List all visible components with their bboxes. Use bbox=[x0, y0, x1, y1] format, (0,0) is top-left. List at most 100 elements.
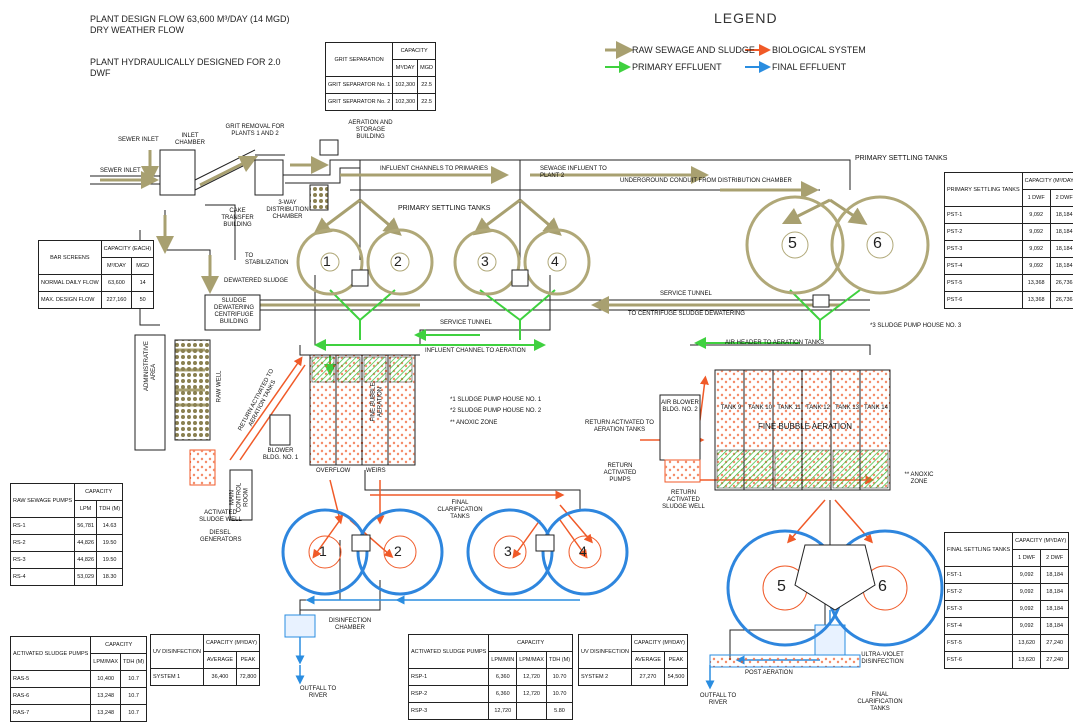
fst-4-number: 4 bbox=[579, 543, 587, 559]
blower-1-label: BLOWER BLDG. No. 1 bbox=[258, 448, 303, 462]
fst-2-number: 2 bbox=[394, 543, 402, 559]
sludge-pump-3-label: *3 SLUDGE PUMP HOUSE No. 3 bbox=[870, 323, 961, 330]
cell: FST-2 bbox=[945, 584, 1013, 601]
pst-6-number: 6 bbox=[873, 235, 882, 253]
cell: 19.50 bbox=[97, 535, 123, 552]
rsp-header-capacity: CAPACITY bbox=[489, 635, 573, 652]
three-way-chamber bbox=[310, 185, 328, 210]
cell: 13,368 bbox=[1022, 275, 1050, 292]
cell: 26,736 bbox=[1050, 292, 1073, 309]
cell: PST-6 bbox=[945, 292, 1023, 309]
aeration-storage-building bbox=[320, 140, 338, 155]
pst-header-1dwf: 1 DWF bbox=[1022, 190, 1050, 207]
cell: RS-1 bbox=[11, 518, 75, 535]
cell: 22.5 bbox=[418, 77, 436, 94]
sewer-inlet-label-1: SEWER INLET bbox=[118, 137, 159, 144]
fst-1-number: 1 bbox=[319, 543, 327, 559]
pst-title-label-1: PRIMARY SETTLING TANKS bbox=[855, 155, 947, 162]
cell: 53,029 bbox=[75, 569, 97, 586]
legend-primary-label: PRIMARY EFFLUENT bbox=[632, 62, 722, 73]
cell: 63,600 bbox=[101, 275, 132, 292]
cell: 18,184 bbox=[1050, 241, 1073, 258]
cell: 5.80 bbox=[546, 703, 572, 720]
centrifuge-label: SLUDGE DEWATERING CENTRIFUGE BUILDING bbox=[210, 298, 258, 326]
cell: RSP-3 bbox=[409, 703, 489, 720]
disinfection-chamber-label: DISINFECTION CHAMBER bbox=[325, 618, 375, 632]
cell: 18,184 bbox=[1041, 618, 1069, 635]
service-tunnel-label-2: SERVICE TUNNEL bbox=[660, 291, 712, 298]
legend-bio-label: BIOLOGICAL SYSTEM bbox=[772, 45, 866, 56]
cell: RS-3 bbox=[11, 552, 75, 569]
cell: PST-2 bbox=[945, 224, 1023, 241]
grit-header-mgd: MGD bbox=[418, 60, 436, 77]
return-pumps-label: RETURN ACTIVATED PUMPS bbox=[600, 463, 640, 484]
cell: RSP-2 bbox=[409, 686, 489, 703]
cell: 9,092 bbox=[1022, 207, 1050, 224]
as-header-name: ACTIVATED SLUDGE PUMPS bbox=[11, 637, 91, 671]
return-sludge-well bbox=[665, 460, 700, 482]
cake-transfer-label: CAKE TRANSFER BUILDING bbox=[215, 208, 260, 229]
activated-well-label: ACTIVATED SLUDGE WELL bbox=[198, 510, 243, 524]
raw-header-lpm: LPM bbox=[75, 501, 97, 518]
cell: 13,248 bbox=[91, 688, 121, 705]
cell: 44,826 bbox=[75, 552, 97, 569]
service-tunnel-label-1: SERVICE TUNNEL bbox=[440, 320, 492, 327]
return-well-label: RETURN ACTIVATED SLUDGE WELL bbox=[656, 490, 711, 511]
cell: 22.5 bbox=[418, 94, 436, 111]
raw-header-capacity: CAPACITY bbox=[75, 484, 123, 501]
air-header-label: AIR HEADER TO AERATION TANKS bbox=[725, 340, 824, 347]
pst-5-number: 5 bbox=[788, 235, 797, 253]
cell: 54,500 bbox=[664, 669, 687, 686]
influent-aeration-label: INFLUENT CHANNEL TO AERATION bbox=[425, 348, 526, 355]
cell: 18.30 bbox=[97, 569, 123, 586]
cell: FST-1 bbox=[945, 567, 1013, 584]
pst-1-number: 1 bbox=[323, 253, 331, 269]
raw-header-tdh: TDH (M) bbox=[97, 501, 123, 518]
cell: 9,092 bbox=[1013, 618, 1041, 635]
grit-header-m3: M³/DAY bbox=[393, 60, 418, 77]
cell: SYSTEM 1 bbox=[151, 669, 204, 686]
grit-removal-label: GRIT REMOVAL FOR PLANTS 1 AND 2 bbox=[225, 124, 285, 138]
pst-2-number: 2 bbox=[394, 253, 402, 269]
pst-3-number: 3 bbox=[481, 253, 489, 269]
sewer-inlet-label-2: SEWER INLET bbox=[100, 168, 141, 175]
tank-14-label: TANK 14 bbox=[862, 405, 890, 412]
cell: 9,092 bbox=[1013, 567, 1041, 584]
cell: 227,160 bbox=[101, 292, 132, 309]
cell: GRIT SEPARATOR No. 2 bbox=[326, 94, 393, 111]
cell: 10.7 bbox=[121, 688, 147, 705]
cell: 6,360 bbox=[489, 669, 517, 686]
cell: 14.63 bbox=[97, 518, 123, 535]
cell: FST-6 bbox=[945, 652, 1013, 669]
uv1-header-name: UV DISINFECTION bbox=[151, 635, 204, 669]
as-header-tdh: TDH (M) bbox=[121, 654, 147, 671]
post-aeration-label: POST AERATION bbox=[745, 670, 793, 677]
cell: PST-3 bbox=[945, 241, 1023, 258]
fst-header-2dwf: 2 DWF bbox=[1041, 550, 1069, 567]
uv2-header-peak: PEAK bbox=[664, 652, 687, 669]
to-stabilization-label: TO STABILIZATION bbox=[245, 253, 290, 267]
cell: 18,184 bbox=[1041, 584, 1069, 601]
uv1-header-peak: PEAK bbox=[236, 652, 259, 669]
cell: 12,720 bbox=[517, 669, 547, 686]
dewatered-sludge-label: DEWATERED SLUDGE bbox=[224, 278, 288, 285]
pst-inner-rings bbox=[321, 232, 893, 271]
cell: GRIT SEPARATOR No. 1 bbox=[326, 77, 393, 94]
fst-6-number: 6 bbox=[878, 578, 887, 596]
pst-title-label-2: PRIMARY SETTLING TANKS bbox=[398, 205, 490, 212]
cell: 26,736 bbox=[1050, 275, 1073, 292]
